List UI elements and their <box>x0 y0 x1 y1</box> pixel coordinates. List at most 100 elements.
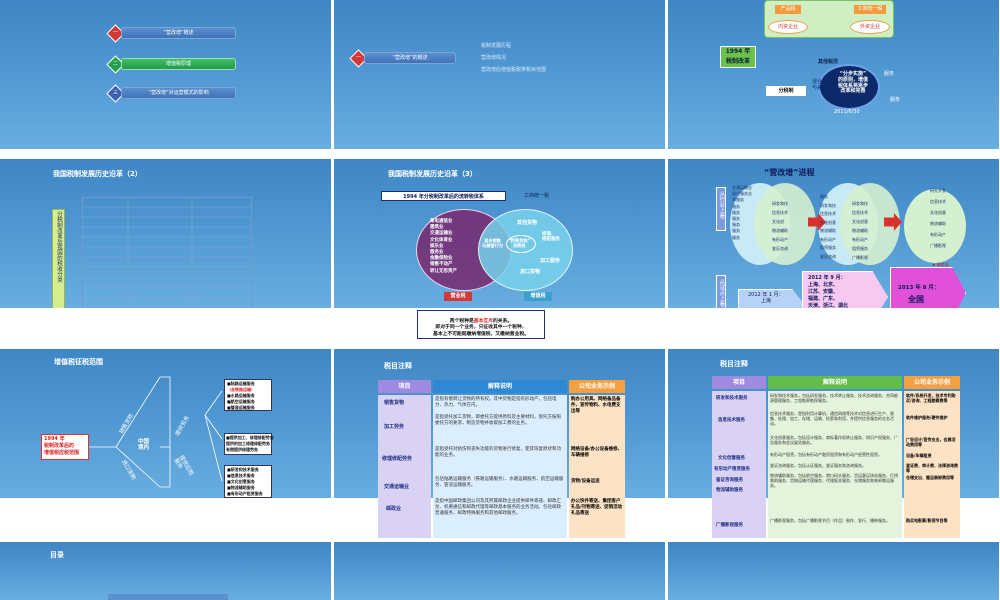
header-example: 公司业务示例 <box>569 380 625 393</box>
row-item-1: 研发和技术服务 <box>716 396 748 401</box>
phased-implementation-text: “分步实施” 的原则，增值 税体系将逐步 改革和完善 <box>838 71 869 95</box>
slide-title: 增值税征税范围 <box>54 358 103 366</box>
pilot-stage-2-text: 2012 年 9 月： 上海、北京、 江苏、安徽、 福建、广东、 天津、浙江、湖… <box>808 275 849 308</box>
mixed-sales-note: 混合销售 与兼营行为 <box>812 79 838 91</box>
slide-thumb-1[interactable]: 一 “营改增”概述 二 增值税原理 三 “营改增”对运营模式的影响 <box>0 0 331 149</box>
slide-title: 我国税制发展历史沿革（2） <box>53 170 142 178</box>
tax-classification-table <box>82 197 252 308</box>
agenda-item-3: “营改增”对运营模式的影响 <box>121 87 236 99</box>
slide-thumb-2[interactable]: 一 “营改增”的概述 税制发展历程 营改增情况 营改增后增值税税率税目范围 <box>334 0 665 149</box>
row-desc-2: 是指受托加工货物，即委托方提供原料及主要材料，受托方按照委托方的要求，制造货物并… <box>435 415 561 426</box>
tax-reform-1994-box: 1994 年 税制改革 <box>720 46 756 68</box>
foreign-enterprise-label: 外资企业 <box>850 20 890 34</box>
slide-title: 税目注释 <box>720 360 748 368</box>
note-emphasis: 基本互斥 <box>473 319 493 325</box>
center-label: 中国 境内 <box>138 439 150 452</box>
row-desc-5: 鉴证咨询服务，包括认证服务、鉴证服务和咨询服务。 <box>770 463 866 468</box>
slide-thumb-12[interactable] <box>668 542 999 600</box>
industry-ellipse-2 <box>754 183 816 265</box>
slide-title: 目录 <box>50 551 64 559</box>
pilot-vertical-box <box>716 275 726 308</box>
items-column-cont <box>378 498 431 538</box>
stage1-col-b: 研发和技 信息技术 文化创 物流辅助 有形动产 鉴证咨询 <box>772 201 788 251</box>
scope-box <box>41 434 89 460</box>
example-column-cont <box>904 498 960 538</box>
row-ex-7: 购买电影票/影视节目等 <box>906 518 948 523</box>
row-desc-1: 研发和技术服务，包括研发服务、技术转让服务、技术咨询服务、合同能源管理服务、工程… <box>770 393 898 404</box>
scope-box-text: 1994 年 税制改革后的 增值税应税范围 <box>44 436 80 456</box>
relationship-note: 两个税种是基本互斥的关系。 即对于同一个业务，只征收其中一个税种， 基本上不可能… <box>417 310 545 339</box>
business-tax-items: 邮电通信业 建筑业 交通运输业 文化体育业 娱乐业 服务业 金融保险业 销售不动… <box>430 219 457 274</box>
row-ex-4: 货物/设备运送 <box>571 479 600 484</box>
import-goods-label: 进口货物 <box>520 269 541 275</box>
row-ex-5: 鉴证费、审计费、法律咨询费等 <box>906 463 958 474</box>
other-reform-label: 其他税改 <box>818 59 839 65</box>
pilot-stage-1-text: 2012 年 1 月： 上海 <box>748 292 784 304</box>
row-desc-4: 包括陆路运输服务（铁路运输服务）、水路运输服务、航空运输服务、管道运输服务。 <box>435 477 564 488</box>
desc-column-cont <box>433 498 567 538</box>
service-note-1: 服务 <box>884 71 895 77</box>
row-item-5: 邮政业 <box>386 506 402 512</box>
section-label: “营改增”的概述 <box>364 52 456 64</box>
overlap-mixed-sales: 混合销售 与兼营行为 <box>482 238 503 248</box>
note-suffix: 的关系。 即对于同一个业务，只征收其中一个税种， 基本上不可能既缴纳增值税，又缴… <box>433 319 529 337</box>
pilot-stage-3 <box>890 267 966 308</box>
agenda-bar-partial <box>108 594 228 600</box>
industry-vertical-label: 从行业上看 <box>718 191 725 219</box>
slide-thumb-11[interactable] <box>334 542 665 600</box>
row-ex-5: 办公快件寄送、集团客户礼品/刊物寄送、促销活动礼品寄送 <box>571 499 623 516</box>
industry-vertical-box <box>716 187 726 231</box>
special-goods-text: “特殊货物” 消费税 <box>508 238 531 248</box>
agenda-item-2: 增值税原理 <box>121 58 236 70</box>
transport-list-text: ■陆路运输服务 （含铁路运输） ■水路运输服务 ■航空运输服务 ■管道运输服务 <box>227 381 255 410</box>
header-item: 项目 <box>712 376 766 389</box>
items-column <box>712 391 766 498</box>
slide-thumb-3[interactable]: 产品税 工商统一税 内资企业 外资企业 1994 年 税制改革 其他税改 “分步… <box>668 0 999 149</box>
row-ex-6: 仓储支出、搬运装卸费用等 <box>906 475 954 480</box>
row-item-2: 加工劳务 <box>384 424 405 430</box>
side-label-text: 分税制改革后我国的税收分类 <box>56 211 62 283</box>
phased-implementation-bubble <box>818 64 880 110</box>
arrow-right-icon-2 <box>884 213 902 231</box>
repair-list <box>224 433 272 455</box>
slide-thumb-9[interactable]: 税目注释 项目 解释说明 公司业务示例 研发和技术服务 研发和技术服务，包括研发… <box>668 349 999 498</box>
slide-thumb-4[interactable]: 我国税制发展历史沿革（2） 分税制改革后我国的税收分类 <box>0 159 331 308</box>
header-desc: 解释说明 <box>768 376 902 389</box>
slide-title: 我国税制发展历史沿革（3） <box>388 170 477 178</box>
unified-tax-tag: 工商统一税 <box>524 193 550 199</box>
row-ex-3: 广告设计/宣传支出，会展活动费用等 <box>906 437 956 448</box>
example-column <box>904 391 960 498</box>
header-example: 公司业务示例 <box>904 376 960 389</box>
row-item-4: 交通运输业 <box>384 484 410 490</box>
slide-thumb-8[interactable]: 税目注释 项目 解释说明 公司业务示例 销售货物 是指有偿转让货物的所有权。其中… <box>334 349 665 498</box>
row-ex-3: 网络设备/办公设备维修、车辆维修 <box>571 447 623 458</box>
slide-thumb-5[interactable]: 我国税制发展历史沿革（3） 1994 年分税制改革后的流转税体系 工商统一税 邮… <box>334 159 665 308</box>
slide-thumb-10[interactable]: 目录 <box>0 542 331 600</box>
row-desc-4: 有形动产租赁，包括有形动产融资租赁和有形动产经营性租赁。 <box>770 452 882 457</box>
row-desc-6: 物流辅助服务，包括航空服务、港口码头服务、货运客运场站服务、打捞救助服务、货物运… <box>770 473 898 489</box>
note-3: 营改增后增值税税率税目范围 <box>481 67 547 73</box>
modern-service-list <box>224 465 272 498</box>
telecom-note: ★ 电信业 <box>932 262 949 267</box>
desc-column <box>768 391 902 498</box>
pilot-stage-2 <box>802 271 888 308</box>
note-2: 营改增情况 <box>481 55 507 61</box>
row-ex-1: 软件/系统开发，技术专利购买/咨询、工程勘察费等 <box>906 393 956 404</box>
date-note: 2011/6/30 <box>834 109 860 115</box>
example-column <box>569 395 625 498</box>
business-tax-tag: 营业税 <box>444 292 472 301</box>
transport-list <box>224 379 272 411</box>
row-desc-2: 信息技术服务，是指利用计算机、通信网络等技术对信息进行生产、收集、处理、加工、存… <box>770 411 894 427</box>
header-box: 1994 年分税制改革后的流转税体系 <box>381 191 506 201</box>
repair-list-text: ■提供加工、修理修配劳务 提供的加工修理修配劳务 有偿提供修理劳务 <box>226 435 274 452</box>
row-item-4: 有形动产租赁服务 <box>714 467 750 472</box>
slide-thumb-7[interactable]: 增值税征税范围 1994 年 税制改革后的 增值税应税范围 中国 境内 销售货物… <box>0 349 331 498</box>
row-item-1: 销售货物 <box>384 400 405 406</box>
stage3-col: 研究开发 信息技术 文化创意 物流辅助 有形动产 广播影视 <box>930 188 946 248</box>
header-desc: 解释说明 <box>433 380 567 393</box>
row-item-6: 物流辅助服务 <box>716 488 743 493</box>
slide-thumb-6[interactable]: “营改增”进程 从行业上看 从试点上看 交通运输业 现代服务业 术服务 服务 服… <box>668 159 999 308</box>
items-column-cont <box>712 498 766 538</box>
row-item-3: 修理修配劳务 <box>382 456 413 462</box>
scope-tree-lines <box>89 376 223 488</box>
